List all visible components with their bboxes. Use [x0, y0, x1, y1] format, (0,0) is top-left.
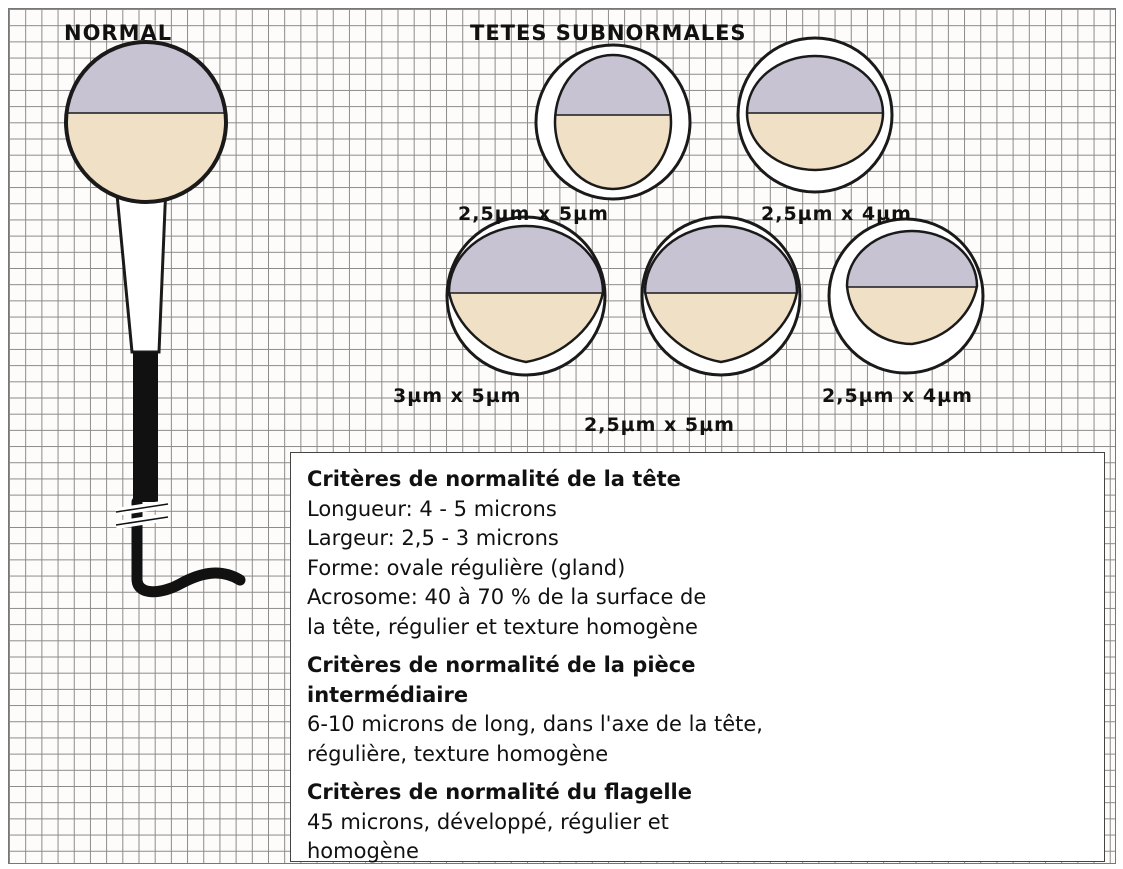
dimension-label-3: 3µm x 5µm — [393, 385, 521, 407]
subnormal-head-5 — [827, 217, 985, 375]
dimension-label-5: 2,5µm x 4µm — [822, 385, 973, 407]
head-criteria-line: Longueur: 4 - 5 microns — [307, 496, 557, 521]
flagellum-criteria-section: Critères de normalité du flagelle 45 mic… — [307, 778, 1090, 867]
midpiece-criteria-line: régulière, texture homogène — [307, 741, 609, 766]
dimension-label-2: 2,5µm x 4µm — [761, 203, 912, 225]
flagellum-criteria-line: 45 microns, développé, régulier et — [307, 809, 669, 834]
midpiece-criteria-section: Critères de normalité de la pièce interm… — [307, 651, 1090, 769]
dimension-label-4: 2,5µm x 5µm — [584, 414, 735, 436]
subnormal-head-2 — [736, 36, 894, 194]
normal-head — [64, 40, 228, 204]
subnormal-head-4 — [640, 215, 802, 377]
head-criteria-line: Acrosome: 40 à 70 % de la surface de — [307, 585, 707, 609]
head-criteria-section: Critères de normalité de la tête Longueu… — [307, 465, 1090, 642]
subnormal-head-3 — [445, 215, 607, 377]
midpiece-criteria-line: 6-10 microns de long, dans l'axe de la t… — [307, 712, 763, 736]
criteria-box: Critères de normalité de la tête Longueu… — [290, 452, 1105, 863]
head-criteria-line: Forme: ovale régulière (gland) — [307, 555, 626, 580]
subnormal-title: TETES SUBNORMALES — [470, 21, 747, 45]
flagellum-criteria-line: homogène — [307, 839, 419, 863]
head-criteria-line: la tête, régulier et texture homogène — [307, 614, 698, 639]
flagellum-tail — [131, 496, 246, 598]
midpiece-criteria-title: Critères de normalité de la pièce — [307, 653, 696, 677]
midpiece-criteria-title-continued: intermédiaire — [307, 682, 469, 707]
flagellum-criteria-title: Critères de normalité du flagelle — [307, 780, 692, 804]
dimension-label-1: 2,5µm x 5µm — [458, 203, 609, 225]
head-criteria-title: Critères de normalité de la tête — [307, 467, 681, 491]
normal-spermatozoon — [64, 40, 246, 598]
head-criteria-line: Largeur: 2,5 - 3 microns — [307, 526, 559, 550]
subnormal-head-1 — [534, 43, 692, 201]
